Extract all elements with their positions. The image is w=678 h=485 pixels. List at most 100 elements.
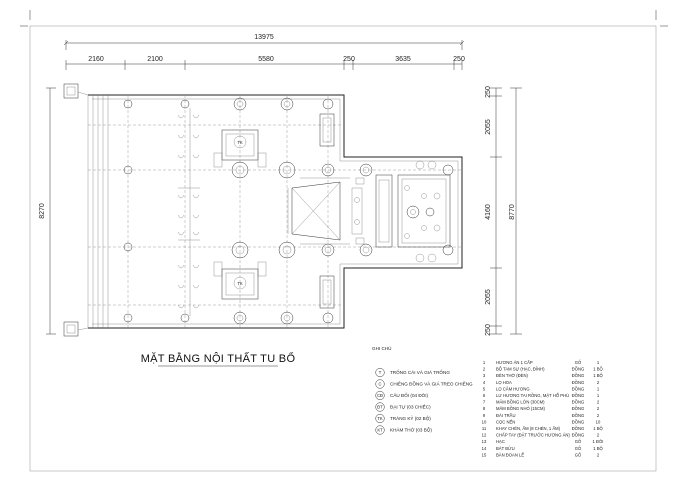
row-name: KHAY CHÉN, ẤM (8 CHÉN, 1 ẤM): [496, 426, 561, 431]
structural-grid: [88, 95, 462, 328]
legend-symbol-text: TRÀNG KỶ (02 BỘ): [390, 415, 431, 421]
table-row: 12 CHẤP TAY (ĐẶT TRƯỚC HƯƠNG ÁN)ĐỒNG 2: [482, 433, 600, 438]
legend-symbol-code: CĐ: [377, 393, 383, 398]
legend-symbol-circle: [375, 379, 385, 389]
dimension-right-segments: 250 2055 4160 2055 250 8770: [485, 86, 522, 336]
row-number: 11: [482, 426, 487, 431]
segment-label-2: 2100: [147, 56, 163, 63]
right-seg-label-4: 2055: [485, 289, 492, 305]
row-number: 10: [482, 419, 487, 424]
row-material: ĐỒNG: [572, 426, 585, 431]
row-number: 5: [483, 386, 486, 391]
legend-symbol-text: CHIÊNG ĐỒNG VÀ GIÁ TREO CHIÊNG: [390, 380, 473, 387]
row-material: ĐỒNG: [572, 413, 585, 418]
row-name: MÂM BỒNG LỚN (30CM): [496, 400, 545, 405]
row-name: BÁT BỬU: [496, 446, 515, 451]
legend-heading: GHI CHÚ: [372, 345, 391, 351]
row-number: 8: [483, 406, 486, 411]
segment-label-1: 2160: [88, 56, 104, 63]
legend-symbol-text: CÂU ĐỐI (04 ĐÔI): [390, 392, 429, 398]
row-name: CỌC NẾN: [496, 419, 515, 424]
row-quantity: 2: [597, 380, 600, 385]
legend-symbol-code: KT: [377, 428, 383, 433]
legend-item: C CHIÊNG ĐỒNG VÀ GIÁ TREO CHIÊNG: [375, 379, 473, 389]
legend-item: KT KHÁM THỜ (03 BỘ): [375, 425, 432, 435]
row-number: 2: [483, 367, 486, 372]
right-seg-label-5: 250: [485, 324, 492, 336]
row-name: HƯƠNG ÁN 1 CẤP: [496, 360, 533, 365]
row-material: GỖ: [575, 439, 582, 444]
segment-label-5: 3635: [395, 56, 411, 63]
panel-rows: [177, 108, 200, 316]
row-material: ĐỒNG: [572, 367, 585, 372]
row-number: 4: [483, 380, 486, 385]
row-quantity: 1 BỘ: [593, 446, 603, 451]
row-name: LỌ CẮM HƯƠNG: [496, 386, 530, 391]
right-seg-label-1: 250: [485, 86, 492, 98]
building-outline: [63, 83, 463, 337]
legend-symbol-circle: [375, 402, 385, 412]
plan-title: MẶT BẰNG NỘI THẤT TU BỔ: [141, 352, 296, 365]
legend-symbol-code: ĐT: [377, 405, 383, 410]
dimension-left-height: 8270: [39, 87, 56, 335]
row-material: ĐỒNG: [572, 393, 585, 398]
sheet-border: [29, 25, 657, 472]
row-name: ĐÀI TRẦU: [496, 413, 515, 418]
legend-symbol-text: TRỐNG CÁI VÀ GIÁ TRỐNG: [390, 369, 450, 375]
row-quantity: 1 BỘ: [593, 373, 603, 378]
row-number: 12: [482, 433, 487, 438]
row-quantity: 1 BỘ: [593, 367, 603, 372]
right-total-label: 8770: [509, 204, 516, 220]
row-material: ĐỒNG: [572, 400, 585, 405]
row-quantity: 1: [597, 386, 600, 391]
segment-label-4: 250: [343, 56, 355, 63]
legend-symbol-circle: [375, 425, 385, 435]
row-name: BỘ TAM SỰ (HẠC, ĐỈNH): [496, 367, 545, 372]
sheet-corner-marks: [20, 10, 668, 27]
right-seg-label-2: 2055: [485, 119, 492, 135]
row-material: ĐỒNG: [572, 373, 585, 378]
row-quantity: 1: [597, 393, 600, 398]
legend-symbol-text: KHÁM THỜ (03 BỘ): [390, 427, 432, 433]
row-number: 3: [483, 373, 486, 378]
row-number: 15: [482, 452, 487, 457]
row-material: ĐỒNG: [572, 406, 585, 411]
segment-label-6: 250: [453, 56, 465, 63]
row-name: HẠC: [496, 439, 505, 444]
cabinet-bottom: [213, 261, 267, 300]
row-name: CHẤP TAY (ĐẶT TRƯỚC HƯƠNG ÁN): [496, 433, 570, 438]
row-number: 9: [483, 413, 486, 418]
segment-label-3: 5580: [258, 56, 274, 63]
legend-symbol-code: C: [378, 382, 381, 387]
overall-width-label: 13975: [254, 34, 274, 41]
row-quantity: 2: [597, 433, 600, 438]
row-number: 13: [482, 439, 487, 444]
row-material: ĐỒNG: [572, 380, 585, 385]
row-quantity: 1: [597, 360, 600, 365]
row-material: ĐỒNG: [572, 433, 585, 438]
row-material: GỖ: [575, 446, 582, 451]
row-number: 6: [483, 393, 486, 398]
left-height-label: 8270: [39, 203, 46, 219]
row-number: 14: [482, 446, 487, 451]
row-name: MÂM BỒNG NHỎ (15CM): [496, 406, 545, 411]
dimension-segments-top: 2160 2100 5580 250 3635 250: [65, 56, 465, 70]
